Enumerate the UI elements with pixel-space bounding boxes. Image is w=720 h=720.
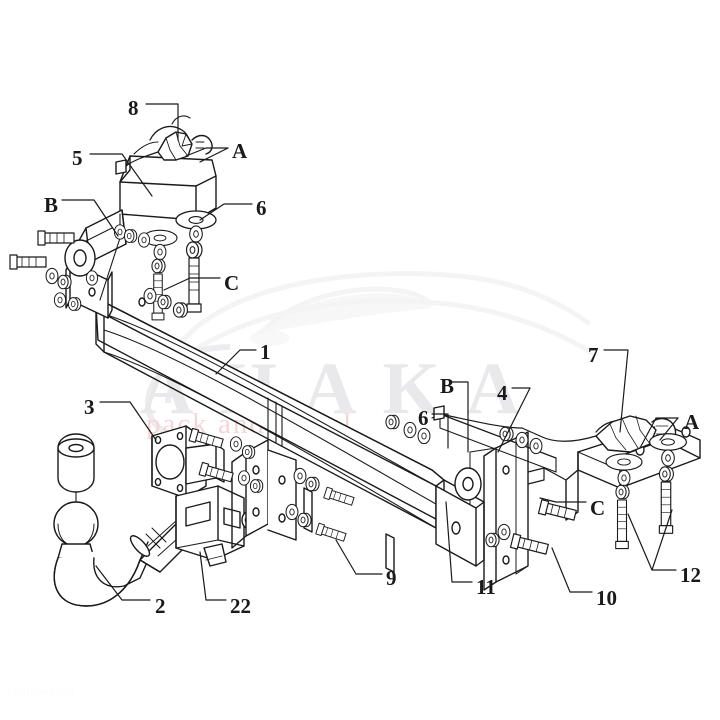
callout-c-left: C <box>224 271 240 295</box>
callout-2: 2 <box>155 594 166 618</box>
callout-12: 12 <box>680 563 701 587</box>
callout-c-right: C <box>590 496 606 520</box>
callout-b-left: B <box>44 193 59 217</box>
callout-6-right: 6 <box>418 406 429 430</box>
callout-10: 10 <box>596 586 617 610</box>
callout-8: 8 <box>128 96 139 120</box>
callout-3: 3 <box>84 395 95 419</box>
callout-11: 11 <box>476 575 496 599</box>
callout-a-right: A <box>684 410 700 434</box>
callout-1: 1 <box>260 340 271 364</box>
callout-b-right: B <box>440 374 455 398</box>
callout-22: 22 <box>230 594 251 618</box>
callout-5: 5 <box>72 146 83 170</box>
callout-a-left: A <box>232 139 248 163</box>
callout-6-left: 6 <box>256 196 267 220</box>
callout-4: 4 <box>497 381 508 405</box>
callout-7: 7 <box>588 343 599 367</box>
callout-9: 9 <box>386 566 397 590</box>
